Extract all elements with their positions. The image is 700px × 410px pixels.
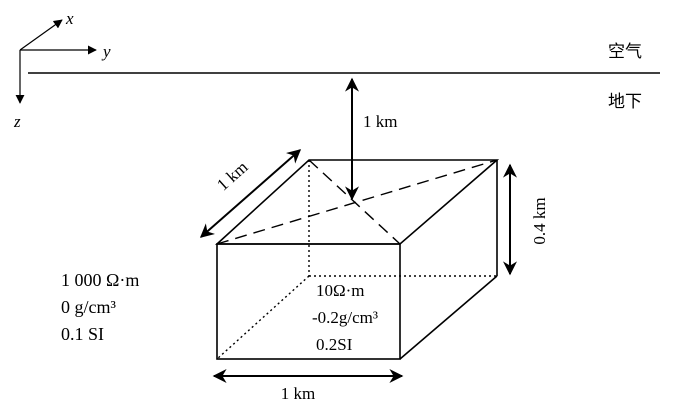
x-axis-label: x xyxy=(65,9,74,28)
ground-label: 地下 xyxy=(608,92,642,112)
right-bottom-edge xyxy=(399,275,498,360)
top-diagonal-1 xyxy=(216,159,498,245)
width-arrow xyxy=(199,149,302,238)
coordinate-axes xyxy=(15,19,97,104)
height-label: 0.4 km xyxy=(530,197,549,244)
z-axis-label: z xyxy=(13,112,21,131)
depth-label: 1 km xyxy=(363,112,397,131)
length-label: 1 km xyxy=(281,384,315,403)
x-axis-line xyxy=(19,19,63,51)
body-density: -0.2g/cm³ xyxy=(312,308,378,327)
body-susceptibility: 0.2SI xyxy=(316,335,353,354)
background-resistivity: 1 000 Ω·m xyxy=(61,270,139,290)
top-diagonal-2 xyxy=(308,159,401,245)
air-label: 空气 xyxy=(608,42,642,62)
width-label: 1 km xyxy=(213,157,251,194)
y-axis-label: y xyxy=(101,42,111,61)
background-density: 0 g/cm³ xyxy=(61,297,116,317)
anomalous-body xyxy=(214,159,500,360)
hidden-left-bottom-edge xyxy=(216,275,310,360)
background-susceptibility: 0.1 SI xyxy=(61,324,104,344)
body-resistivity: 10Ω·m xyxy=(316,281,365,300)
